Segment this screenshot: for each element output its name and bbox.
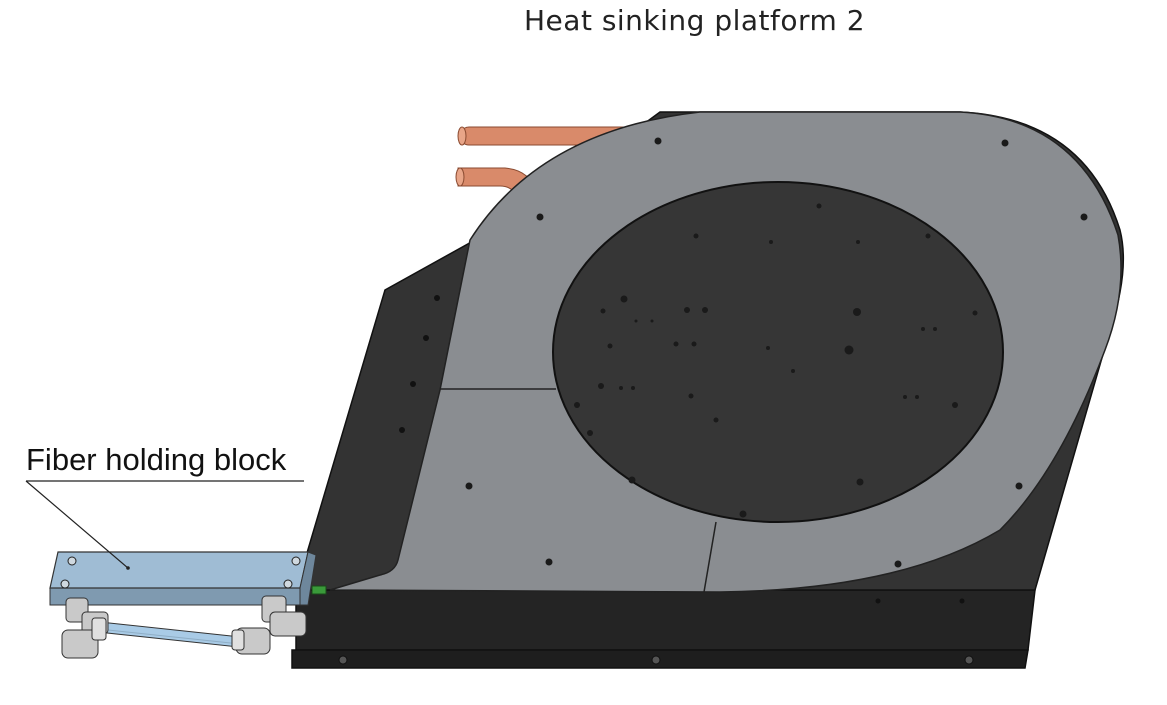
disc-hole (684, 307, 690, 313)
disc-hole (607, 343, 613, 349)
mounting-hole (410, 381, 416, 387)
mounting-hole (536, 213, 544, 221)
disc-hole (693, 233, 699, 239)
disc-hole (673, 341, 679, 347)
base-edge-holes (399, 295, 965, 604)
disc-holes (574, 203, 978, 436)
mounting-hole (465, 482, 473, 490)
screw-icon (283, 579, 293, 589)
disc-hole (574, 402, 580, 408)
disc-hole (844, 345, 854, 355)
mounting-hole (739, 510, 747, 518)
disc-hole (587, 430, 593, 436)
screw-icon (60, 579, 70, 589)
mounting-hole (423, 335, 429, 341)
mounting-hole (628, 476, 636, 484)
plate-seam-vertical (703, 521, 717, 593)
fitting-collar (231, 629, 245, 651)
disc-hole (620, 295, 628, 303)
mounting-hole (875, 598, 881, 604)
disc-hole (598, 383, 604, 389)
disc-hole (925, 233, 931, 239)
left-elbow-fitting (61, 597, 109, 659)
copper-pipe-upper-end (457, 126, 467, 146)
mounting-hole (1015, 482, 1023, 490)
mounting-hole (338, 655, 348, 665)
disc-hole (766, 346, 770, 350)
disc-hole (688, 393, 694, 399)
mounting-hole (399, 427, 405, 433)
mounting-hole (959, 598, 965, 604)
front-face-holes (338, 655, 974, 665)
mounting-hole (1080, 213, 1088, 221)
blue-fiber-tube (97, 621, 251, 649)
disc-hole (856, 240, 860, 244)
disc-hole (816, 203, 822, 209)
disc-hole (903, 395, 907, 399)
right-elbow-fitting (231, 595, 307, 655)
screw-icon (67, 556, 77, 566)
disc-hole (691, 341, 697, 347)
disc-hole (972, 310, 978, 316)
disc-hole (713, 417, 719, 423)
screw-icon (291, 556, 301, 566)
disc-hole (853, 308, 861, 316)
disc-hole (619, 386, 623, 390)
block-side-face (299, 551, 317, 606)
mounting-hole (654, 137, 662, 145)
mounting-hole (894, 560, 902, 568)
fitting-collar (91, 617, 107, 641)
tube-shadow (107, 629, 241, 645)
mounting-hole (856, 478, 864, 486)
base-plate-front-face (295, 589, 1036, 651)
plate-mounting-holes (465, 137, 1088, 568)
fitting-nut (61, 629, 99, 659)
fitting-collar (269, 611, 307, 637)
disc-hole (915, 395, 919, 399)
diagram-title: Heat sinking platform 2 (524, 4, 866, 37)
callout-leader-line (25, 480, 129, 569)
green-connector (311, 585, 327, 595)
disc-hole (791, 369, 795, 373)
disc-hole (634, 319, 638, 323)
copper-pipe-lower-end (455, 167, 465, 187)
disc-hole (921, 327, 925, 331)
block-screws (60, 556, 301, 589)
mounting-hole (1001, 139, 1009, 147)
dark-circular-disc (552, 181, 1004, 523)
mounting-hole (545, 558, 553, 566)
disc-hole (650, 319, 654, 323)
disc-hole (769, 240, 773, 244)
disc-hole (933, 327, 937, 331)
disc-hole (702, 307, 708, 313)
fiber-holding-block-label: Fiber holding block (26, 442, 287, 477)
disc-hole (600, 308, 606, 314)
mounting-hole (434, 295, 440, 301)
mounting-hole (964, 655, 974, 665)
disc-hole (631, 386, 635, 390)
mounting-hole (651, 655, 661, 665)
block-front-face (49, 551, 309, 589)
fiber-holding-block-assembly (49, 551, 317, 659)
disc-hole (952, 402, 958, 408)
